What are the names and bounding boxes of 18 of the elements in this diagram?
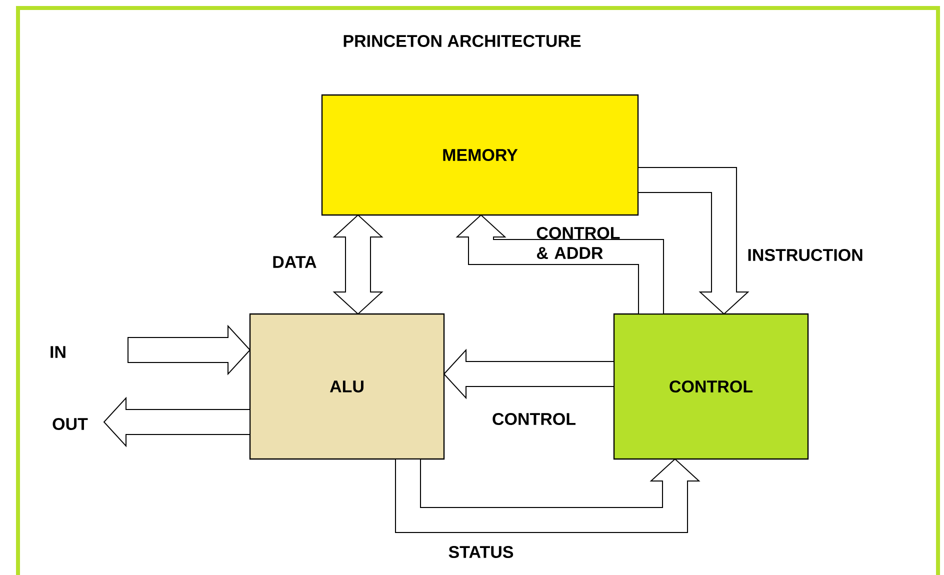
edge-label: CONTROL (492, 412, 576, 426)
output-label: OUT (52, 418, 88, 430)
hollow-arrow (128, 324, 251, 376)
hollow-arrow (395, 458, 700, 533)
hollow-arrow (332, 214, 384, 315)
edge-label: INSTRUCTION (748, 248, 862, 262)
edge-label: DATA (273, 256, 316, 268)
edge-label: STATUS (448, 546, 514, 558)
alu-box: ALU (249, 313, 445, 460)
hollow-arrow (103, 396, 250, 448)
hollow-arrow (456, 214, 664, 314)
input-label: IN (50, 346, 66, 358)
control-box: CONTROL (613, 313, 809, 460)
hollow-arrow (443, 348, 614, 400)
title: PRINCETON ARCHITECTURE (344, 34, 581, 48)
edge-label: CONTROL & ADDR (536, 226, 620, 260)
hollow-arrow (638, 167, 750, 315)
memory-box: MEMORY (321, 94, 639, 216)
